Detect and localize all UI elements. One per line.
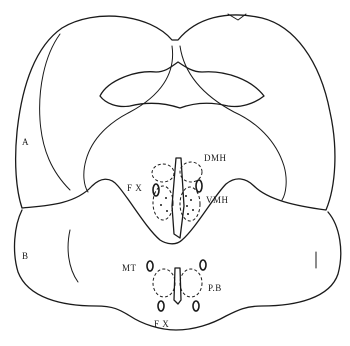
mt-oval-right [200,260,206,270]
mammillary-region-right [180,269,202,297]
label-mt: MT [122,264,137,273]
section-a-inner-arc [84,46,173,192]
label-pb: P.B [208,284,222,293]
section-a-inner-arc-right [180,46,286,200]
lateral-ventricle [100,62,264,108]
section-b-inner-left [68,230,78,282]
dmh-region-left [152,164,174,182]
label-fx-lower: F X [154,320,169,329]
fx-oval-upper-right [196,180,202,192]
fx-oval-lower-left [158,301,164,311]
fx-oval-upper-left [153,184,159,196]
section-a-outer-outline [16,15,335,244]
dmh-region-right [180,162,202,182]
label-dmh: DMH [204,154,227,163]
fx-oval-lower-right [193,301,199,311]
third-ventricle-lower [174,268,181,304]
label-vmh: VMH [206,196,229,205]
label-section-b: B [22,252,29,261]
section-a-cortex-line [40,34,70,190]
mammillary-region-left [153,269,175,297]
mt-oval-left [147,261,153,271]
section-b-outer-outline [15,210,341,330]
vmh-region-left [153,186,173,220]
label-fx-upper: F X [127,184,142,193]
label-section-a: A [22,138,29,147]
vmh-stipple [160,195,194,215]
